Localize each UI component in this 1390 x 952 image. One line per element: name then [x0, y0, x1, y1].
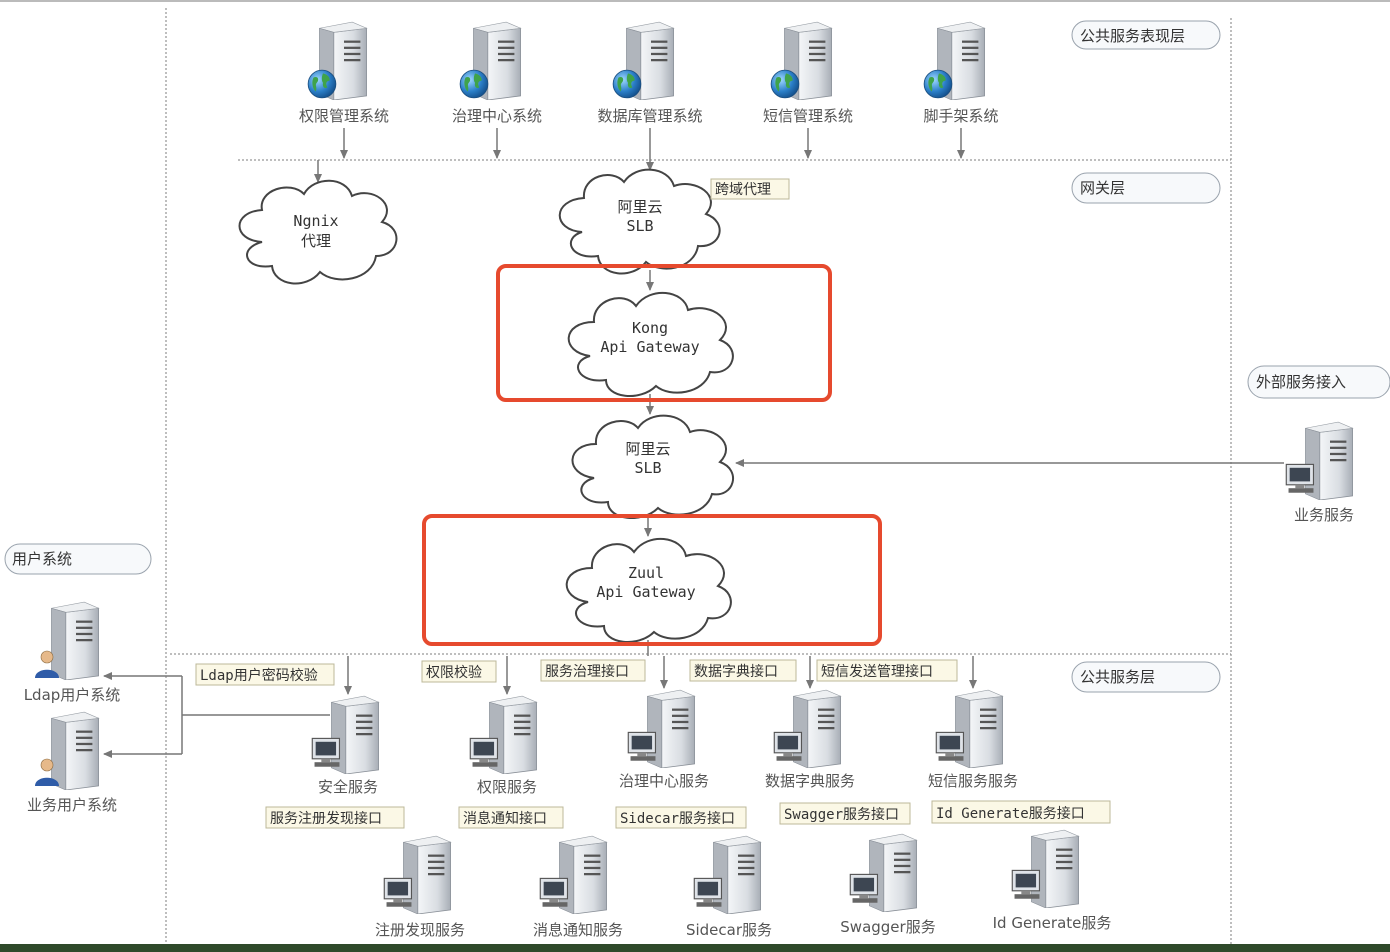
interface-tag: Id Generate服务接口	[936, 805, 1085, 822]
top-system-2: 治理中心系统	[452, 21, 542, 125]
service-row1-4: 数据字典服务	[765, 689, 855, 790]
kong-cloud: Kong Api Gateway	[567, 291, 734, 398]
cross-domain-tag: 跨域代理	[715, 182, 771, 198]
kong-highlight	[496, 264, 832, 402]
top-system-5: 脚手架系统	[923, 21, 999, 125]
svg-text:Zuul: Zuul	[628, 564, 664, 582]
svg-text:Kong: Kong	[632, 319, 668, 337]
service-row2-2: 消息通知服务	[533, 835, 623, 939]
layer-label-gateway: 网关层	[1080, 179, 1125, 197]
svg-text:Id Generate服务: Id Generate服务	[993, 914, 1112, 932]
top-system-4: 短信管理系统	[763, 21, 853, 125]
layer-label-user: 用户系统	[12, 550, 72, 568]
globe-icon	[770, 69, 800, 99]
slb-mid-cloud: 阿里云 SLB	[571, 414, 734, 520]
service-row1-2: 权限服务	[469, 695, 538, 796]
top-system-label: 权限管理系统	[299, 107, 389, 125]
svg-text:消息通知服务: 消息通知服务	[533, 921, 623, 939]
top-system-3: 数据库管理系统	[597, 21, 703, 125]
user-system-business: 业务用户系统	[27, 711, 117, 814]
interface-tag: Sidecar服务接口	[620, 810, 735, 827]
top-system-label: 短信管理系统	[763, 107, 853, 125]
top-system-label: 脚手架系统	[923, 107, 998, 125]
svg-text:SLB: SLB	[634, 459, 661, 477]
slb-top-cloud: 阿里云 SLB	[558, 168, 721, 275]
server-icon	[50, 711, 100, 790]
external-service: 业务服务	[1285, 421, 1354, 524]
monitor-icon	[311, 737, 341, 768]
svg-text:阿里云: 阿里云	[617, 198, 662, 216]
service-row1-1: 安全服务	[311, 695, 380, 796]
service-row1-3: 治理中心服务	[619, 689, 709, 790]
monitor-icon	[627, 731, 657, 762]
globe-icon	[307, 69, 337, 99]
monitor-icon	[1285, 463, 1315, 494]
top-system-label: 治理中心系统	[452, 107, 542, 125]
monitor-icon	[469, 737, 499, 768]
svg-text:阿里云: 阿里云	[625, 440, 670, 458]
svg-text:Api Gateway: Api Gateway	[600, 338, 699, 356]
svg-text:短信服务服务: 短信服务服务	[928, 772, 1018, 790]
svg-text:Sidecar服务: Sidecar服务	[686, 921, 772, 939]
svg-text:治理中心服务: 治理中心服务	[619, 772, 709, 790]
service-row2-3: Sidecar服务	[686, 835, 772, 939]
interface-tag: Swagger服务接口	[784, 806, 899, 823]
interface-tag: 消息通知接口	[463, 810, 547, 827]
zuul-highlight	[422, 514, 882, 646]
svg-text:Ngnix: Ngnix	[293, 212, 338, 230]
monitor-icon	[849, 873, 879, 904]
monitor-icon	[1011, 869, 1041, 900]
globe-icon	[612, 69, 642, 99]
svg-text:SLB: SLB	[626, 217, 653, 235]
monitor-icon	[539, 877, 569, 908]
svg-text:业务用户系统: 业务用户系统	[27, 796, 117, 814]
monitor-icon	[693, 877, 723, 908]
layer-label-public: 公共服务层	[1080, 668, 1155, 686]
service-row1-5: 短信服务服务	[928, 689, 1018, 790]
nginx-cloud: Ngnix 代理	[238, 179, 398, 285]
interface-tag: Ldap用户密码校验	[200, 667, 318, 684]
interface-tag: 数据字典接口	[694, 663, 778, 680]
svg-text:Api Gateway: Api Gateway	[596, 583, 695, 601]
layer-label-presentation: 公共服务表现层	[1080, 27, 1185, 45]
globe-icon	[923, 69, 953, 99]
svg-text:安全服务: 安全服务	[318, 778, 378, 796]
top-system-1: 权限管理系统	[299, 21, 389, 125]
service-row2-4: Swagger服务	[840, 833, 936, 936]
svg-text:数据字典服务: 数据字典服务	[765, 772, 855, 790]
interface-tag: 权限校验	[426, 664, 482, 681]
top-system-label: 数据库管理系统	[597, 107, 702, 125]
svg-text:业务服务: 业务服务	[1294, 506, 1354, 524]
zuul-cloud: Zuul Api Gateway	[565, 537, 732, 644]
interface-tag: 服务治理接口	[545, 663, 629, 680]
globe-icon	[459, 69, 489, 99]
monitor-icon	[773, 731, 803, 762]
interface-tag: 短信发送管理接口	[821, 663, 933, 680]
svg-text:注册发现服务: 注册发现服务	[375, 921, 465, 939]
monitor-icon	[383, 877, 413, 908]
interface-tag: 服务注册发现接口	[270, 810, 382, 827]
server-icon	[50, 601, 100, 680]
layer-label-external: 外部服务接入	[1256, 373, 1346, 391]
svg-text:代理: 代理	[301, 232, 331, 250]
svg-text:Ldap用户系统: Ldap用户系统	[24, 686, 121, 704]
monitor-icon	[935, 731, 965, 762]
svg-text:权限服务: 权限服务	[477, 778, 537, 796]
svg-text:Swagger服务: Swagger服务	[840, 918, 935, 936]
service-row2-1: 注册发现服务	[375, 835, 465, 939]
service-row2-5: Id Generate服务	[993, 829, 1112, 932]
user-system-ldap: Ldap用户系统	[24, 601, 121, 704]
